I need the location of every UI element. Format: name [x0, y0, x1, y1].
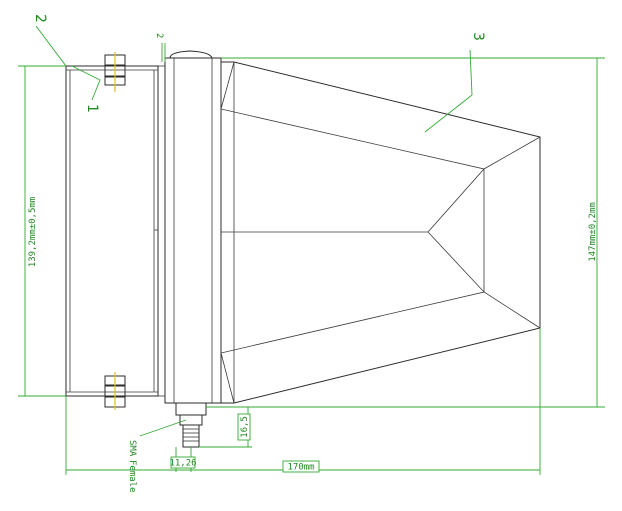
- waveguide-top-cap: [169, 50, 213, 59]
- callout-3-leader: [469, 49, 473, 96]
- sma-flange: [175, 402, 207, 416]
- waveguide-outer: [164, 57, 222, 404]
- right-height-label: 147mm±0,2mm: [588, 202, 598, 262]
- callout-2: 2: [32, 14, 67, 67]
- callout-small-2: 2: [154, 33, 166, 62]
- width-label-box: [282, 460, 320, 473]
- callout-2-number: 2: [32, 14, 48, 23]
- callout-1-number: 1: [84, 104, 100, 113]
- callout-3: 3: [424, 32, 486, 133]
- callout-1: 1: [71, 65, 101, 113]
- callout-1-leader-tail: [91, 79, 101, 101]
- width-label: 170mm: [287, 463, 314, 473]
- callout-2-leader: [35, 25, 67, 67]
- dimension-left-height: 139,2mm±0,5mm: [18, 65, 66, 397]
- mounting-bracket: [65, 65, 159, 397]
- callout-small-2-number: 2: [154, 33, 164, 38]
- dimension-connector-offset: 11,26: [169, 447, 197, 472]
- horn-outline: [220, 61, 541, 404]
- sma-connector: [175, 402, 207, 448]
- dimension-width: 170mm: [65, 328, 541, 475]
- left-height-label: 139,2mm±0,5mm: [28, 197, 38, 267]
- top-bolt: [104, 52, 126, 92]
- sma-label-line2: Female: [127, 460, 137, 493]
- callout-sma: SMA Female: [127, 419, 187, 493]
- callout-3-number: 3: [470, 32, 486, 41]
- sma-body: [179, 414, 203, 426]
- callout-1-leader: [71, 65, 101, 81]
- callout-3-leader: [424, 94, 473, 133]
- bracket-frame: [65, 65, 159, 397]
- connector-offset-label: 11,26: [169, 459, 196, 469]
- waveguide-body: [158, 50, 222, 404]
- sma-label-line1: SMA: [127, 440, 137, 457]
- bottom-bolt: [104, 372, 126, 410]
- sma-thread: [182, 424, 200, 448]
- dimension-connector-height: 16,5: [199, 406, 252, 448]
- sma-leader: [139, 419, 187, 437]
- dimension-right-height: 147mm±0,2mm: [221, 57, 605, 408]
- offset-label-box: [170, 456, 196, 469]
- connector-height-label: 16,5: [240, 416, 250, 438]
- height-label-box: [237, 413, 251, 441]
- horn: [220, 61, 541, 404]
